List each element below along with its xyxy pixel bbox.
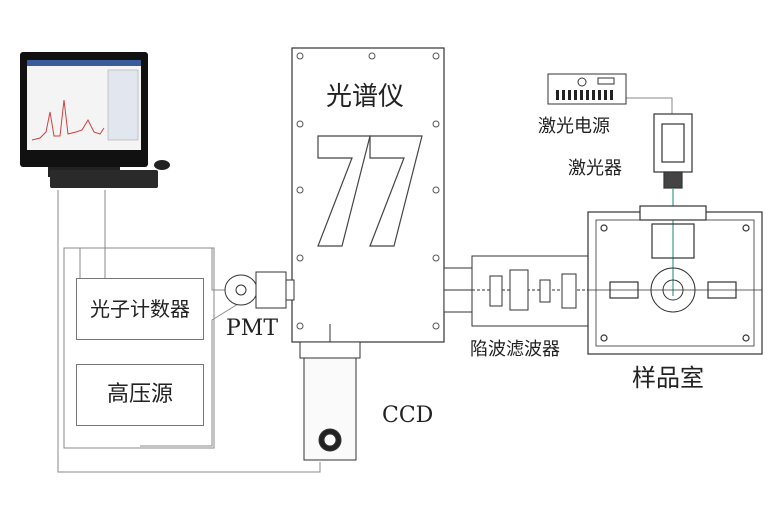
sample-chamber — [587, 205, 763, 355]
wire-computer-to-ccd — [57, 190, 321, 473]
computer — [20, 52, 170, 188]
electronics-frame — [63, 247, 215, 449]
laser-label: 激光器 — [568, 158, 622, 179]
electronics-outline — [63, 247, 215, 449]
notch-filter-label: 陷波滤波器 — [470, 339, 560, 360]
spectrometer-label: 光谱仪 — [326, 82, 405, 112]
ccd-label: CCD — [382, 403, 434, 428]
spectrometer-logo-right — [369, 135, 423, 247]
wire-laserpower-to-laser — [605, 97, 673, 114]
photon-counter-box: 光子计数器 — [76, 278, 204, 340]
pmt-label: PMT — [226, 316, 279, 341]
laser-power-supply — [547, 73, 627, 105]
high-voltage-label: 高压源 — [106, 382, 173, 407]
keyboard — [50, 170, 158, 188]
pmt-detector — [224, 271, 295, 309]
notch-filter — [443, 255, 589, 327]
screen-titlebar — [27, 60, 141, 66]
screen-spectrum — [31, 99, 105, 141]
high-voltage-box: 高压源 — [76, 364, 204, 426]
spectrometer-body — [291, 47, 445, 343]
ccd-detector — [299, 324, 361, 461]
mouse — [154, 160, 170, 170]
screen-panel — [107, 69, 139, 141]
spectrometer — [291, 47, 445, 343]
wire-hv-to-pmt — [140, 303, 239, 447]
sample-chamber-label: 样品室 — [632, 364, 704, 392]
laser-power-label: 激光电源 — [538, 116, 610, 137]
photon-counter-label: 光子计数器 — [90, 297, 190, 321]
laser-head — [653, 113, 693, 189]
